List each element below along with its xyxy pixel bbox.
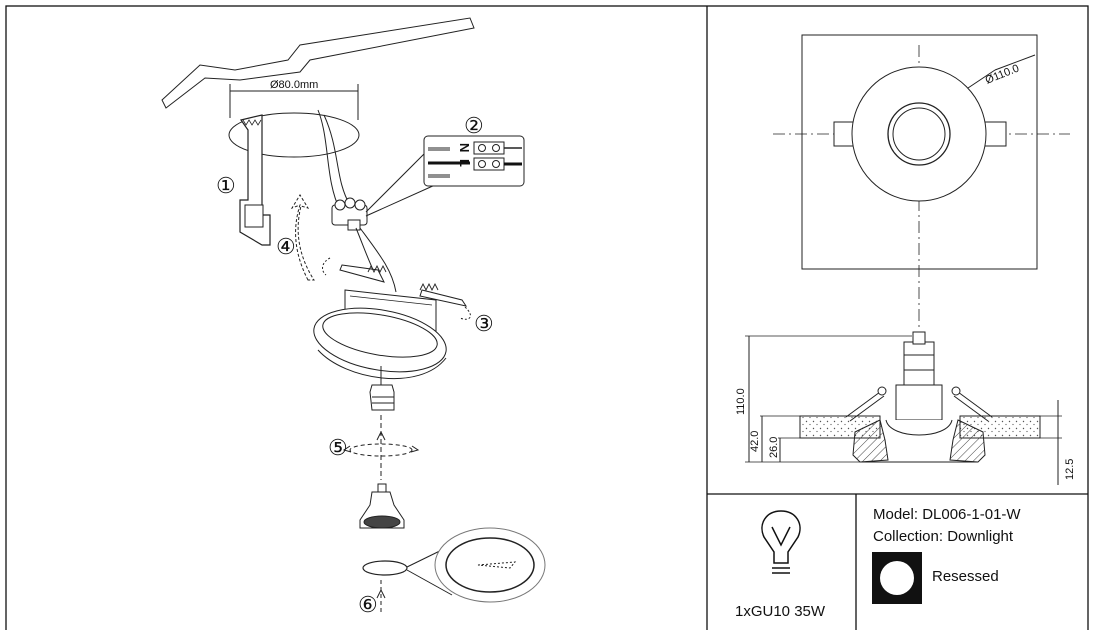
inner-ring	[887, 102, 951, 166]
terminal-callout	[423, 135, 525, 187]
terminal-block	[331, 197, 368, 231]
recessed-mount-icon	[872, 552, 922, 604]
model-label: Model: DL006-1-01-W	[873, 506, 1021, 523]
frame	[5, 5, 1089, 635]
flange-section	[852, 419, 889, 463]
lamp-bulb-icon	[761, 510, 801, 574]
step-5-marker: ⑤	[328, 435, 348, 460]
side-view	[745, 331, 1062, 485]
fixture-housing	[895, 384, 943, 421]
dim-ceiling-height: 42.0	[749, 431, 761, 452]
dim-flange-height: 12.5	[1064, 459, 1076, 480]
terminal-l-label: L	[457, 159, 472, 167]
spring-clip-right	[419, 289, 468, 307]
spring-clip-left	[339, 264, 385, 283]
step-6-marker: ⑥	[358, 592, 378, 617]
dim-total-height: 110.0	[735, 388, 747, 415]
terminal-n-label: N	[457, 143, 472, 152]
cutout-diameter-label: Ø80.0mm	[270, 79, 318, 91]
step-2-marker: ②	[464, 113, 484, 138]
ceiling-panel	[161, 17, 475, 109]
mount-type-label: Resessed	[932, 568, 999, 585]
step-4-marker: ④	[276, 234, 296, 259]
step-1-marker: ①	[216, 173, 236, 198]
retaining-clip	[362, 560, 408, 576]
top-view-square	[801, 34, 1038, 270]
installation-diagram	[161, 17, 546, 615]
top-view	[773, 34, 1070, 330]
push-up-arrow	[290, 194, 315, 281]
collection-label: Collection: Downlight	[873, 528, 1014, 545]
gu10-bulb	[359, 483, 405, 529]
twist-ring	[349, 443, 413, 457]
step-3-marker: ③	[474, 311, 494, 336]
lamp-spec: 1xGU10 35W	[735, 603, 826, 620]
outer-diameter-label: Ø110.0	[984, 62, 1021, 86]
dim-inner-height: 26.0	[768, 437, 780, 458]
